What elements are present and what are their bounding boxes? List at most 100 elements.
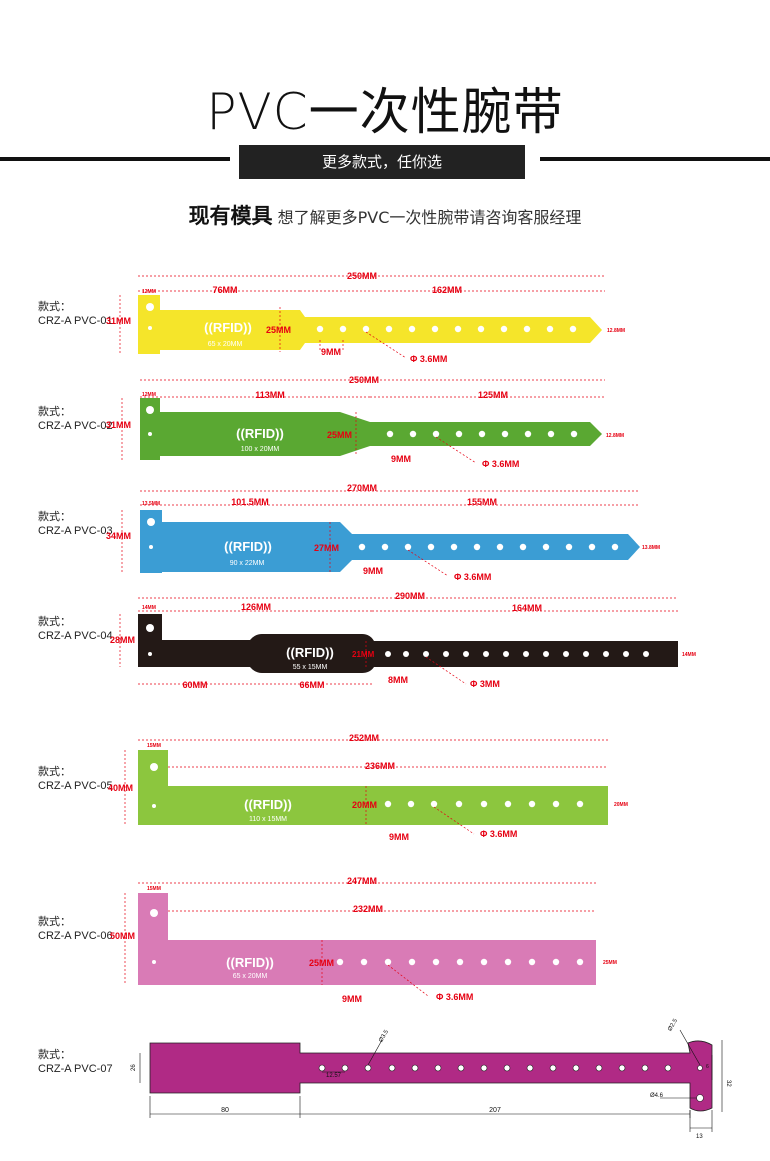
svg-text:25MM: 25MM xyxy=(327,430,352,440)
svg-text:Ø2.5: Ø2.5 xyxy=(667,1017,679,1032)
svg-text:101.5MM: 101.5MM xyxy=(231,497,269,507)
svg-text:((RFID)): ((RFID)) xyxy=(244,797,292,812)
svg-text:9MM: 9MM xyxy=(391,454,411,464)
band-label-02: 款式：CRZ-A PVC-02 xyxy=(38,405,113,432)
svg-text:14MM: 14MM xyxy=(142,605,156,611)
band-pvc-04: ((RFID)) 55 x 15MM 290MM 126MM 164MM 21M… xyxy=(110,591,696,690)
svg-text:32: 32 xyxy=(725,1080,731,1087)
svg-text:Φ 3.6MM: Φ 3.6MM xyxy=(436,992,473,1002)
svg-text:34MM: 34MM xyxy=(106,531,131,541)
svg-text:13.5MM: 13.5MM xyxy=(142,501,160,507)
band-shape xyxy=(138,614,678,673)
band-shape xyxy=(138,295,602,354)
svg-text:12MM: 12MM xyxy=(142,289,156,295)
svg-text:162MM: 162MM xyxy=(432,285,462,295)
rfid-mark: ((RFID)) xyxy=(204,320,252,335)
svg-text:25MM: 25MM xyxy=(603,960,617,966)
svg-text:250MM: 250MM xyxy=(347,271,377,281)
svg-text:Φ 3MM: Φ 3MM xyxy=(470,679,500,689)
svg-text:25MM: 25MM xyxy=(266,325,291,335)
band-pvc-01: ((RFID)) 65 x 20MM 250MM 76MM 162MM 25MM… xyxy=(106,271,625,364)
svg-text:6: 6 xyxy=(706,1064,709,1070)
svg-text:12.8MM: 12.8MM xyxy=(606,433,624,439)
band-shape xyxy=(140,510,640,573)
svg-text:12.8MM: 12.8MM xyxy=(607,328,625,334)
svg-text:65 x 20MM: 65 x 20MM xyxy=(233,973,268,980)
svg-text:110 x 15MM: 110 x 15MM xyxy=(249,816,287,823)
subtitle-rest: 想了解更多PVC一次性腕带请咨询客服经理 xyxy=(277,208,582,227)
svg-text:Φ 3.6MM: Φ 3.6MM xyxy=(482,459,519,469)
band-pvc-03: ((RFID)) 90 x 22MM 270MM 101.5MM 155MM 2… xyxy=(106,483,660,582)
svg-text:90 x 22MM: 90 x 22MM xyxy=(230,560,265,567)
svg-text:9MM: 9MM xyxy=(389,832,409,842)
svg-text:126MM: 126MM xyxy=(241,602,271,612)
band-shape xyxy=(138,750,608,825)
punch-holes xyxy=(358,543,619,551)
svg-text:20MM: 20MM xyxy=(352,800,377,810)
svg-text:50MM: 50MM xyxy=(110,931,135,941)
svg-text:31MM: 31MM xyxy=(106,420,131,430)
banner: 更多款式，任你选 xyxy=(239,145,525,179)
svg-text:Φ 3.6MM: Φ 3.6MM xyxy=(480,829,517,839)
svg-text:12.57: 12.57 xyxy=(326,1073,342,1079)
svg-text:247MM: 247MM xyxy=(347,876,377,886)
band-pvc-05: ((RFID)) 110 x 15MM 252MM 236MM 20MM 40M… xyxy=(108,733,628,842)
svg-text:((RFID)): ((RFID)) xyxy=(224,539,272,554)
svg-text:113MM: 113MM xyxy=(255,390,285,400)
svg-text:290MM: 290MM xyxy=(395,591,425,601)
punch-holes xyxy=(384,800,584,808)
band-label-06: 款式：CRZ-A PVC-06 xyxy=(38,915,113,942)
band-pvc-06: ((RFID)) 65 x 20MM 247MM 232MM 25MM 50MM… xyxy=(110,876,617,1004)
band-label-07: 款式：CRZ-A PVC-07 xyxy=(38,1048,113,1075)
title-rule-right xyxy=(540,157,770,161)
band-pvc-02: ((RFID)) 100 x 20MM 250MM 113MM 125MM 25… xyxy=(106,375,624,469)
punch-holes xyxy=(318,1064,704,1102)
band-shape xyxy=(140,398,602,460)
svg-text:236MM: 236MM xyxy=(365,761,395,771)
subtitle-strong: 现有模具 xyxy=(188,204,273,228)
punch-holes xyxy=(336,958,584,966)
svg-text:27MM: 27MM xyxy=(314,543,339,553)
svg-text:Ø3.5: Ø3.5 xyxy=(378,1029,390,1044)
punch-holes xyxy=(385,651,649,657)
svg-text:125MM: 125MM xyxy=(478,390,508,400)
svg-text:100 x 20MM: 100 x 20MM xyxy=(241,446,280,453)
svg-text:207: 207 xyxy=(489,1107,501,1114)
punch-holes xyxy=(316,325,577,333)
svg-text:28MM: 28MM xyxy=(110,635,135,645)
title-rule-left xyxy=(0,157,230,161)
band-label-03: 款式：CRZ-A PVC-03 xyxy=(38,510,113,537)
svg-text:31MM: 31MM xyxy=(106,316,131,326)
svg-text:((RFID)): ((RFID)) xyxy=(236,426,284,441)
svg-text:9MM: 9MM xyxy=(321,347,341,357)
band-shape xyxy=(149,1040,713,1112)
svg-text:13.8MM: 13.8MM xyxy=(642,545,660,551)
svg-text:9MM: 9MM xyxy=(342,994,362,1004)
svg-text:8MM: 8MM xyxy=(388,675,408,685)
band-label-04: 款式：CRZ-A PVC-04 xyxy=(38,615,113,642)
svg-text:20MM: 20MM xyxy=(614,802,628,808)
svg-text:15MM: 15MM xyxy=(147,886,161,892)
svg-text:21MM: 21MM xyxy=(352,650,375,659)
punch-holes xyxy=(386,430,578,438)
svg-text:Φ 3.6MM: Φ 3.6MM xyxy=(410,354,447,364)
svg-text:232MM: 232MM xyxy=(353,904,383,914)
svg-text:9MM: 9MM xyxy=(363,566,383,576)
svg-text:76MM: 76MM xyxy=(212,285,237,295)
svg-text:80: 80 xyxy=(221,1107,229,1114)
svg-text:((RFID)): ((RFID)) xyxy=(286,645,334,660)
band-label-05: 款式：CRZ-A PVC-05 xyxy=(38,765,113,792)
svg-text:Φ 3.6MM: Φ 3.6MM xyxy=(454,572,491,582)
svg-text:14MM: 14MM xyxy=(682,652,696,658)
band-pvc-07: 80 207 26 32 12.57 Ø3.5 Ø2.5 Ø4.6 13 6 xyxy=(131,1017,731,1140)
chip-size: 65 x 20MM xyxy=(208,341,243,348)
svg-text:66MM: 66MM xyxy=(299,680,324,690)
band-label-01: 款式：CRZ-A PVC-01 xyxy=(38,300,113,327)
subtitle: 现有模具 想了解更多PVC一次性腕带请咨询客服经理 xyxy=(0,200,770,230)
svg-text:((RFID)): ((RFID)) xyxy=(226,955,274,970)
svg-text:40MM: 40MM xyxy=(108,783,133,793)
svg-text:15MM: 15MM xyxy=(147,743,161,749)
svg-text:12MM: 12MM xyxy=(142,392,156,398)
svg-text:270MM: 270MM xyxy=(347,483,377,493)
